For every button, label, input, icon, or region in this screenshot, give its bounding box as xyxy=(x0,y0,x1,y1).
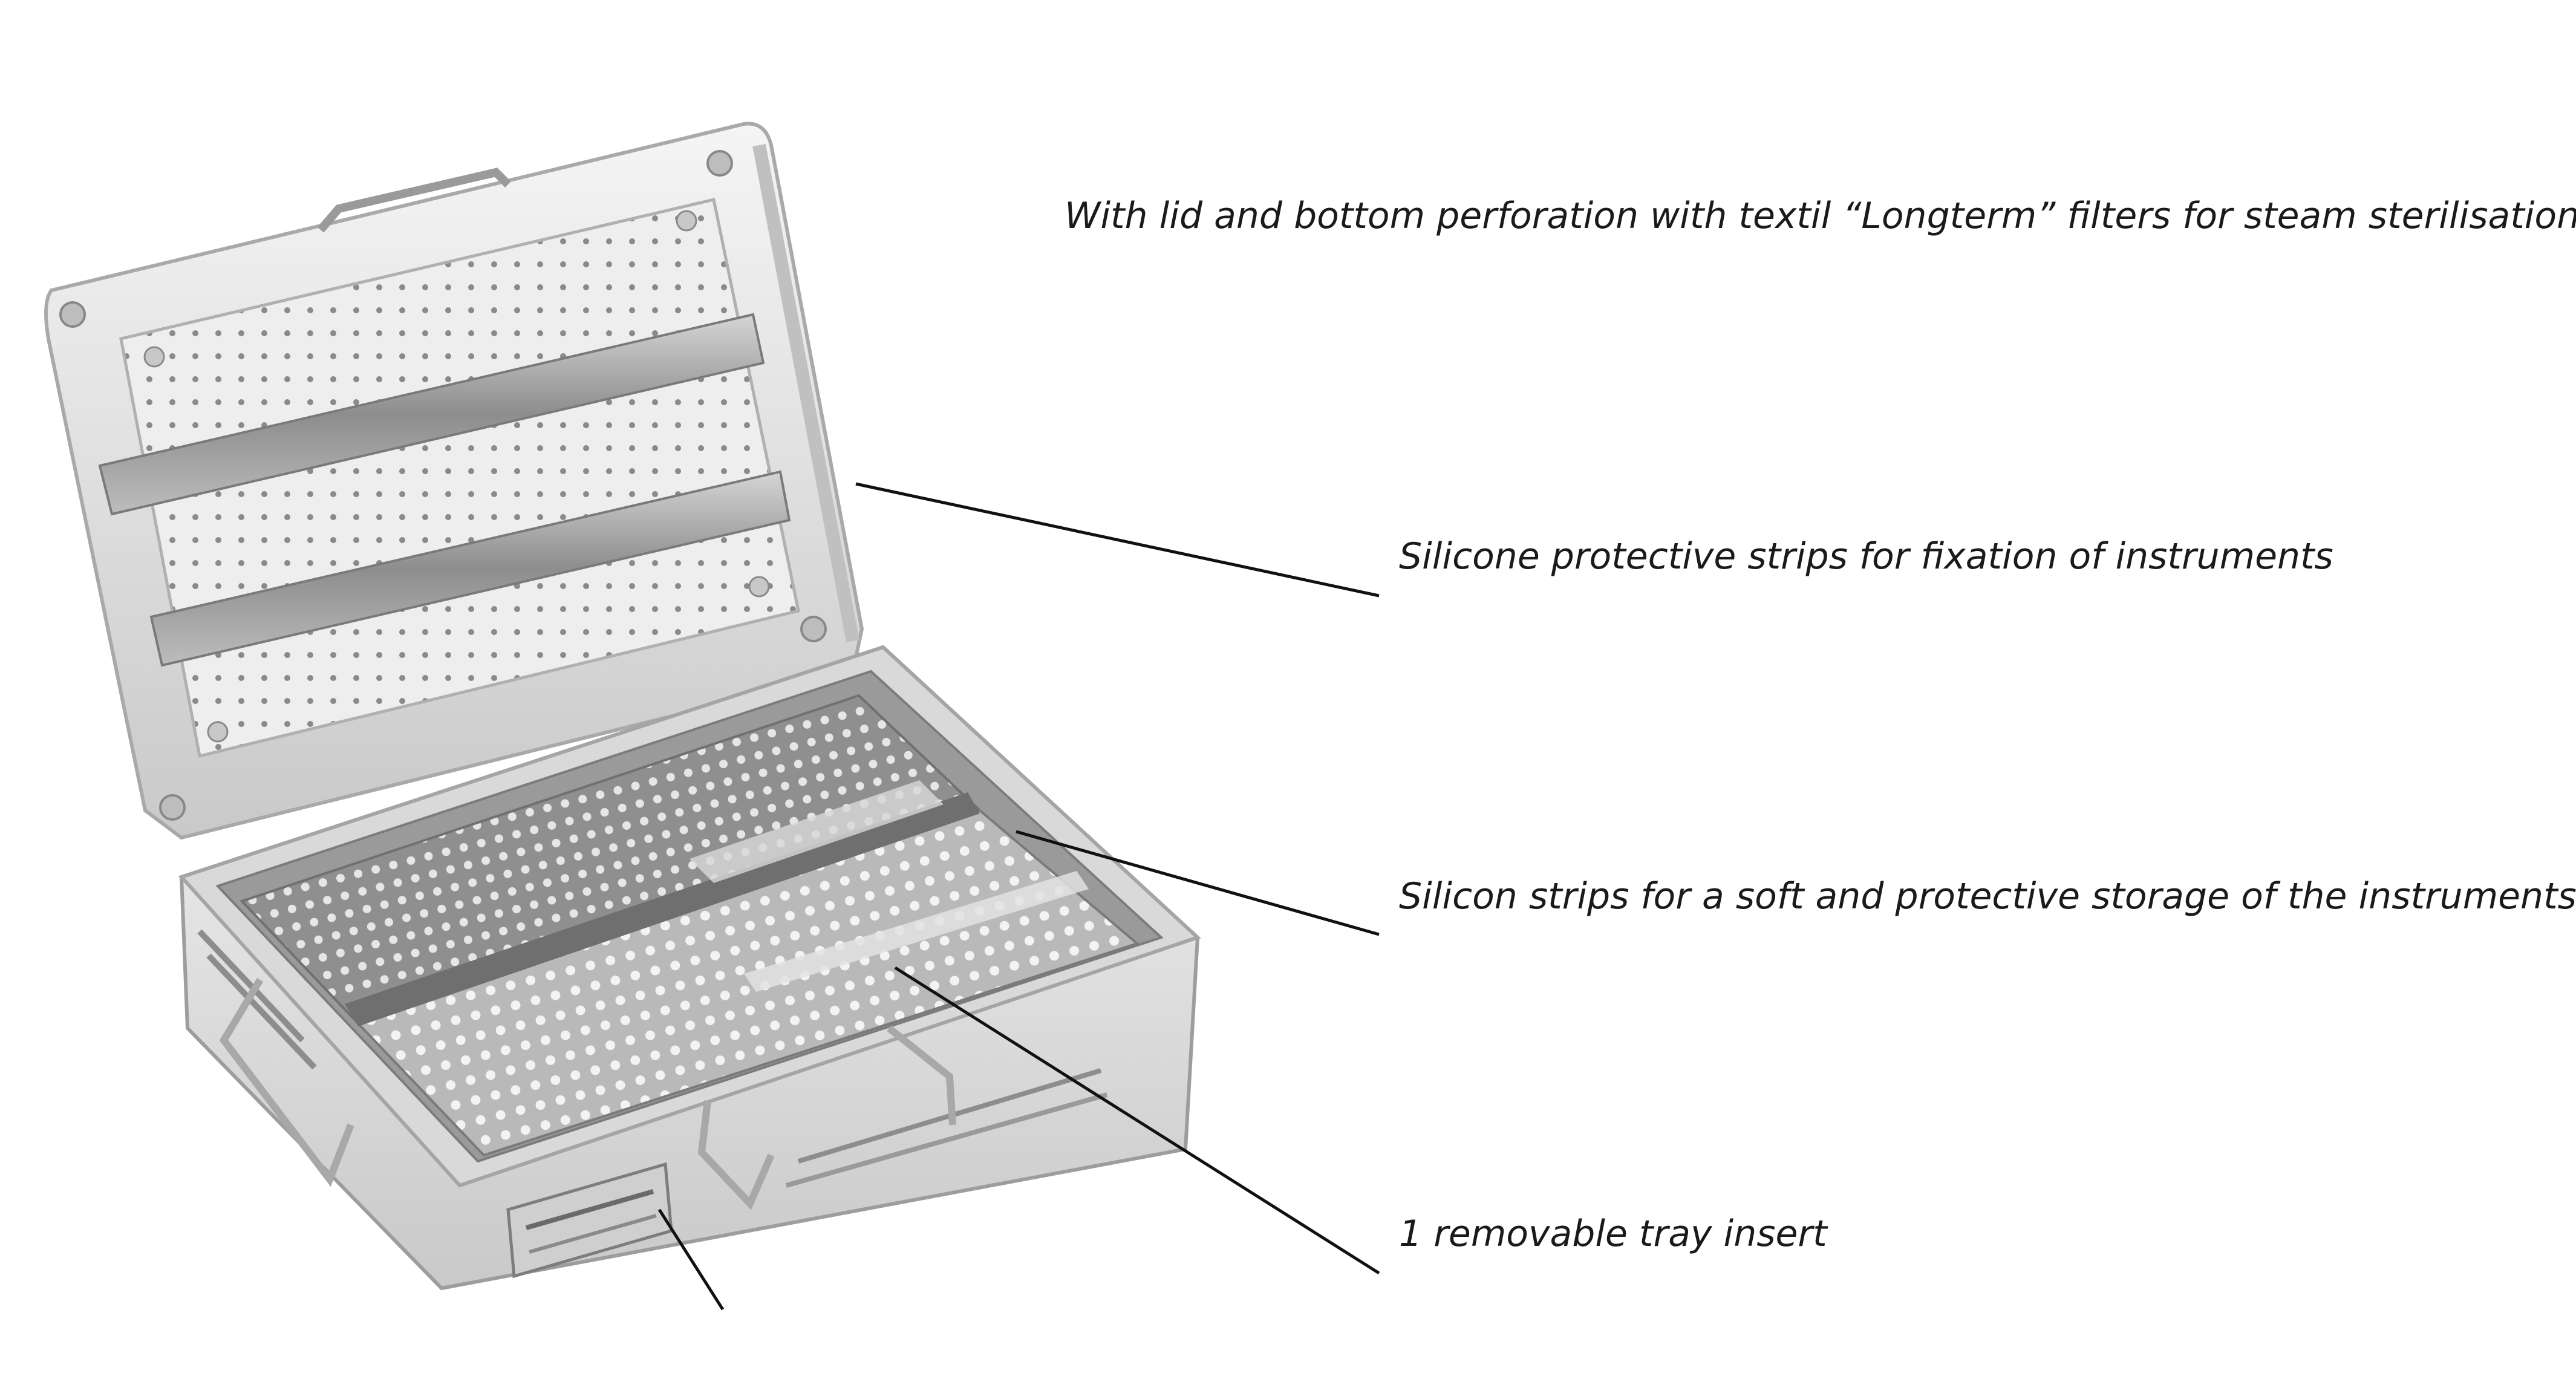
leader-lines xyxy=(657,482,1380,1311)
callout-removable-tray: 1 removable tray insert xyxy=(1399,1213,1827,1255)
leader-line-front-plate xyxy=(657,1208,725,1311)
removable-tray-insert xyxy=(240,694,1140,1157)
leader-line-silicon-strips xyxy=(1016,830,1380,936)
leader-line-lid-strips xyxy=(855,482,1380,598)
lid-silicone-strips xyxy=(98,313,791,667)
container-handles xyxy=(219,977,956,1210)
callout-silicone-strips-fixation: Silicone protective strips for fixation … xyxy=(1399,535,2333,578)
callout-lid-perforation: With lid and bottom perforation with tex… xyxy=(1065,195,2576,237)
leader-line-tray-insert xyxy=(894,966,1380,1275)
callout-silicon-strips-storage: Silicon strips for a soft and protective… xyxy=(1399,875,2576,918)
